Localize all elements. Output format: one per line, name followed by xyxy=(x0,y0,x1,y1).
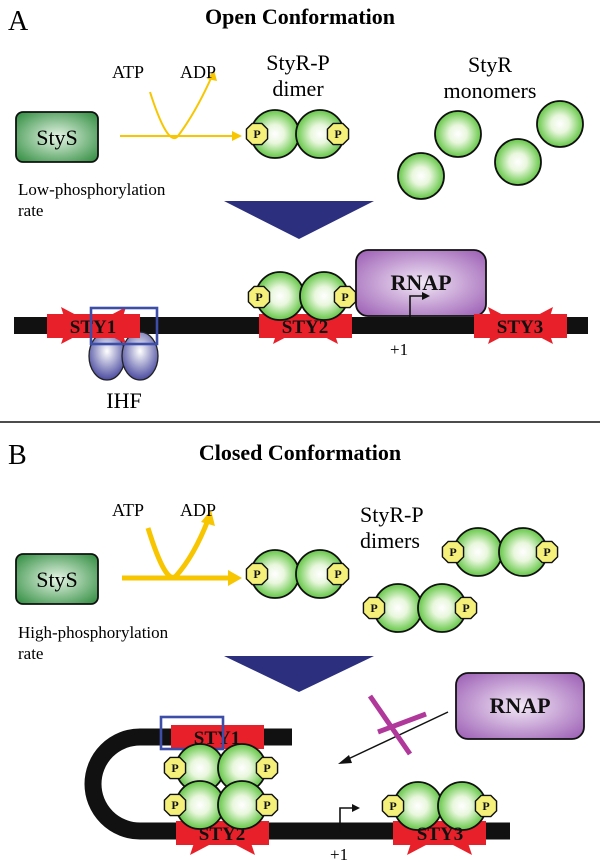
blocked-cross-icon xyxy=(338,694,449,764)
panel-b-dimers-label-2: dimers xyxy=(360,528,420,553)
panel-b-tss: +1 xyxy=(330,845,348,862)
svg-text:P: P xyxy=(370,601,377,615)
panel-b-styr-p-dimer: P P xyxy=(441,527,559,577)
phosphate-icon: P xyxy=(163,756,187,780)
svg-text:P: P xyxy=(543,545,550,559)
panel-a-title: Open Conformation xyxy=(205,4,395,29)
phosphate-icon: P xyxy=(362,596,386,620)
svg-text:P: P xyxy=(263,798,270,812)
panel-b-phosphorylation-arrows xyxy=(122,510,242,586)
panel-b-adp: ADP xyxy=(180,500,216,520)
panel-a-sty1-site: STY1 xyxy=(47,307,140,344)
phosphate-icon: P xyxy=(326,122,350,146)
panel-b-rate-line1: High-phosphorylation xyxy=(18,623,169,642)
panel-a-monomers-label-2: monomers xyxy=(444,78,537,103)
panel-a-atp: ATP xyxy=(112,62,144,82)
svg-text:P: P xyxy=(482,799,489,813)
panel-b-styr-p-dimer: P P xyxy=(362,583,478,633)
panel-a-rnap xyxy=(355,249,487,317)
phosphate-icon: P xyxy=(441,540,465,564)
panel-b-rnap-label: RNAP xyxy=(489,693,550,718)
phosphate-icon: P xyxy=(247,285,271,309)
panel-b-looped-dna xyxy=(84,728,510,840)
panel-b-down-arrow xyxy=(224,656,374,692)
phosphate-icon: P xyxy=(326,562,350,586)
panel-a-stys-box xyxy=(15,111,99,163)
panel-a-sty2-label: STY2 xyxy=(282,317,328,338)
panel-b-sty3-label: STY3 xyxy=(417,824,463,845)
panel-a-adp: ADP xyxy=(180,62,216,82)
panel-a-rate-line1: Low-phosphorylation xyxy=(18,180,166,199)
panel-b-bound-dimer-sty3: P P xyxy=(381,781,498,831)
panel-a-letter: A xyxy=(8,6,29,37)
phosphate-icon: P xyxy=(474,794,498,818)
panel-b-atp: ATP xyxy=(112,500,144,520)
panel-b-bridging-dimer-upper: P P xyxy=(163,743,279,793)
panel-a-styr-monomers xyxy=(397,100,584,200)
svg-text:P: P xyxy=(171,798,178,812)
panel-b-letter: B xyxy=(8,440,27,471)
panel-a-sty3-label: STY3 xyxy=(497,317,543,338)
panel-a-ihf-binding-box xyxy=(89,306,159,346)
panel-a-rate-line2: rate xyxy=(18,201,43,220)
panel-a-sty1-label: STY1 xyxy=(70,317,116,338)
svg-text:P: P xyxy=(334,127,341,141)
panel-b: B Closed Conformation StyS High-phosphor… xyxy=(8,440,585,862)
svg-text:P: P xyxy=(263,761,270,775)
phosphate-icon: P xyxy=(381,794,405,818)
svg-text:P: P xyxy=(334,567,341,581)
panel-a-rnap-label: RNAP xyxy=(390,270,451,295)
panel-b-rnap xyxy=(455,672,585,740)
panel-b-sty2-label: STY2 xyxy=(199,824,245,845)
panel-b-rate-line2: rate xyxy=(18,644,43,663)
panel-b-title: Closed Conformation xyxy=(199,440,401,465)
phosphate-icon: P xyxy=(454,596,478,620)
phosphate-icon: P xyxy=(333,285,357,309)
panel-a-styr-p-dimer: P P xyxy=(245,109,350,159)
svg-text:P: P xyxy=(253,567,260,581)
svg-text:P: P xyxy=(389,799,396,813)
svg-text:P: P xyxy=(462,601,469,615)
phosphate-icon: P xyxy=(163,793,187,817)
phosphate-icon: P xyxy=(255,756,279,780)
phosphate-icon: P xyxy=(255,793,279,817)
phosphate-icon: P xyxy=(245,562,269,586)
phosphate-icon: P xyxy=(245,122,269,146)
panel-b-styr-p-dimer: P P xyxy=(245,549,350,599)
panel-a-tss: +1 xyxy=(390,340,408,359)
svg-text:P: P xyxy=(449,545,456,559)
svg-text:P: P xyxy=(171,761,178,775)
panel-b-stys-label: StyS xyxy=(36,567,78,592)
forward-arrow-icon xyxy=(409,292,430,317)
svg-text:P: P xyxy=(255,290,262,304)
panel-a: A Open Conformation StyS Low-phosphoryla… xyxy=(8,4,588,413)
panel-a-ihf-label: IHF xyxy=(106,388,141,413)
panel-b-stys-box xyxy=(15,553,99,605)
panel-a-bound-dimer: P P xyxy=(247,271,357,321)
panel-b-bridging-dimer-lower: P P xyxy=(163,780,279,830)
svg-text:P: P xyxy=(341,290,348,304)
panel-a-stys-label: StyS xyxy=(36,125,78,150)
panel-a-dimer-label-1: StyR-P xyxy=(266,50,330,75)
panel-a-sty3-site: STY3 xyxy=(474,307,567,344)
panel-a-down-arrow xyxy=(224,201,374,239)
svg-text:P: P xyxy=(253,127,260,141)
phosphate-icon: P xyxy=(535,540,559,564)
panel-b-dimers-label-1: StyR-P xyxy=(360,502,424,527)
forward-arrow-icon xyxy=(339,804,360,831)
panel-a-dimer-label-2: dimer xyxy=(272,76,324,101)
panel-a-phosphorylation-arrows xyxy=(120,70,242,141)
panel-a-monomers-label-1: StyR xyxy=(468,52,512,77)
